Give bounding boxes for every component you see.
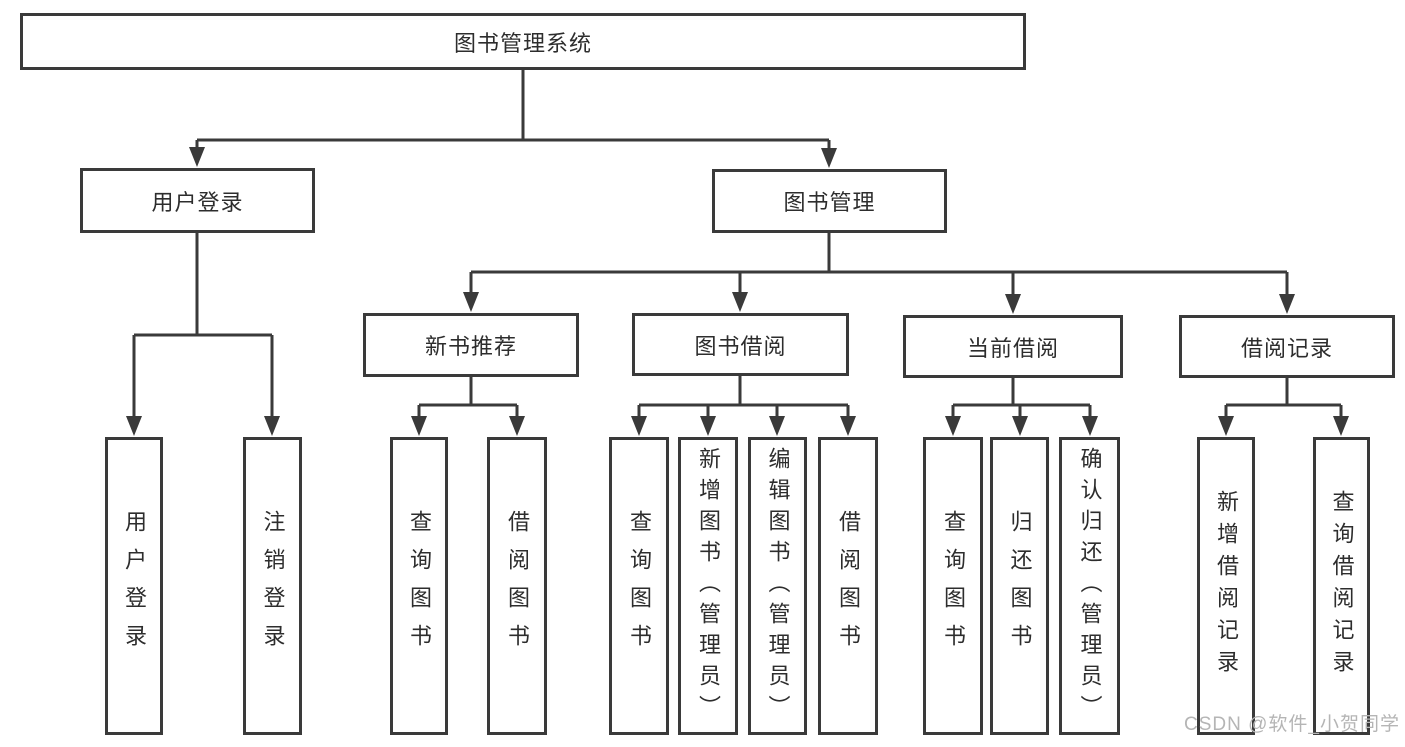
leaf-cb-query-book: 查询图书: [923, 437, 983, 735]
connector-book-borrowing-children: [631, 376, 856, 436]
leaf-cb-confirm-return-admin-label: 确认归还（管理员）: [1077, 446, 1103, 726]
leaf-bb-query-book: 查询图书: [609, 437, 669, 735]
arrow-down-icon: [509, 416, 525, 436]
connector-borrowing-records-children: [1218, 378, 1349, 436]
arrow-down-icon: [1005, 294, 1021, 314]
leaf-br-add-record-label: 新增借阅记录: [1214, 490, 1239, 682]
connector-new-book-recommend-children: [411, 377, 525, 436]
connector-user-login-children: [126, 233, 280, 436]
node-book-management-label: 图书管理: [783, 190, 876, 215]
arrow-down-icon: [840, 416, 856, 436]
leaf-cb-return-book: 归还图书: [990, 437, 1049, 735]
arrow-down-icon: [1218, 416, 1234, 436]
arrow-down-icon: [189, 147, 205, 167]
leaf-nb-query-book-label: 查询图书: [407, 510, 432, 662]
leaf-nb-borrow-book-label: 借阅图书: [505, 510, 530, 662]
leaf-nb-borrow-book: 借阅图书: [487, 437, 547, 735]
leaf-br-query-record: 查询借阅记录: [1313, 437, 1370, 735]
node-book-borrowing-label: 图书借阅: [694, 333, 787, 359]
arrow-down-icon: [411, 416, 427, 436]
node-book-management: 图书管理: [712, 169, 947, 233]
leaf-br-query-record-label: 查询借阅记录: [1329, 490, 1355, 682]
node-new-book-recommend: 新书推荐: [363, 313, 579, 377]
node-root: 图书管理系统: [20, 13, 1026, 70]
leaf-bb-add-book-admin: 新增图书（管理员）: [678, 437, 738, 735]
node-user-login-label: 用户登录: [151, 189, 244, 215]
arrow-down-icon: [264, 416, 280, 436]
node-user-login: 用户登录: [80, 168, 315, 233]
node-root-label: 图书管理系统: [453, 30, 592, 56]
leaf-bb-add-book-admin-label: 新增图书（管理员）: [696, 446, 721, 726]
arrow-down-icon: [1082, 416, 1098, 436]
leaf-bb-query-book-label: 查询图书: [627, 510, 652, 662]
leaf-bb-borrow-book-label: 借阅图书: [836, 510, 861, 662]
connector-current-borrowing-children: [945, 378, 1098, 436]
leaf-logout: 注销登录: [243, 437, 302, 735]
arrow-down-icon: [700, 416, 716, 436]
node-current-borrowing: 当前借阅: [903, 315, 1123, 378]
arrow-down-icon: [1333, 416, 1349, 436]
leaf-cb-return-book-label: 归还图书: [1007, 510, 1033, 662]
watermark: CSDN @软件_小贺同学: [1184, 714, 1400, 735]
leaf-br-add-record: 新增借阅记录: [1197, 437, 1255, 735]
arrow-down-icon: [732, 292, 748, 312]
arrow-down-icon: [821, 148, 837, 168]
arrow-down-icon: [631, 416, 647, 436]
leaf-bb-edit-book-admin-label: 编辑图书（管理员）: [765, 446, 791, 726]
leaf-user-login: 用户登录: [105, 437, 163, 735]
leaf-cb-query-book-label: 查询图书: [941, 510, 966, 662]
node-book-borrowing: 图书借阅: [632, 313, 849, 376]
arrow-down-icon: [1279, 294, 1295, 314]
connector-root-to-level2: [189, 70, 837, 168]
leaf-bb-borrow-book: 借阅图书: [818, 437, 878, 735]
leaf-bb-edit-book-admin: 编辑图书（管理员）: [748, 437, 807, 735]
arrow-down-icon: [1012, 416, 1028, 436]
leaf-user-login-label: 用户登录: [122, 510, 147, 662]
node-new-book-recommend-label: 新书推荐: [424, 334, 517, 359]
connector-book-management-to-level3: [463, 233, 1295, 314]
leaf-cb-confirm-return-admin: 确认归还（管理员）: [1059, 437, 1120, 735]
node-borrowing-records-label: 借阅记录: [1240, 335, 1333, 361]
node-current-borrowing-label: 当前借阅: [966, 335, 1059, 361]
node-borrowing-records: 借阅记录: [1179, 315, 1395, 378]
leaf-logout-label: 注销登录: [260, 510, 286, 662]
arrow-down-icon: [769, 416, 785, 436]
arrow-down-icon: [945, 416, 961, 436]
arrow-down-icon: [126, 416, 142, 436]
arrow-down-icon: [463, 292, 479, 312]
leaf-nb-query-book: 查询图书: [390, 437, 448, 735]
